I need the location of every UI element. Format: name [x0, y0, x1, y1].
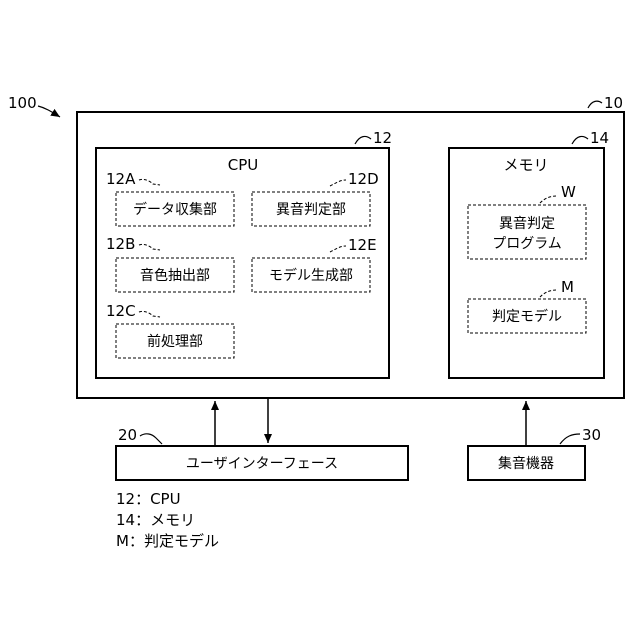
user-interface-label: ユーザインターフェース — [186, 456, 338, 472]
ref-12: 12 — [373, 129, 392, 147]
ref-14: 14 — [590, 129, 609, 147]
sound-collector-label: 集音機器 — [498, 455, 554, 472]
ref-10-leader — [588, 101, 602, 108]
preprocessing-label: 前処理部 — [147, 333, 203, 350]
ref-12b: 12B — [106, 235, 135, 253]
ref-m: M — [561, 278, 574, 296]
ref-w: W — [561, 183, 576, 201]
model-generation-label: モデル生成部 — [269, 267, 353, 284]
ref-30: 30 — [582, 426, 601, 444]
program-label-line2: プログラム — [492, 236, 562, 252]
ref-14-leader — [572, 136, 588, 144]
ref-12d-leader — [330, 180, 346, 186]
anomaly-judgment-label: 異音判定部 — [276, 201, 346, 218]
legend-line-1: 12：CPU — [116, 490, 181, 508]
data-collection-label: データ収集部 — [133, 201, 217, 218]
timbre-extraction-label: 音色抽出部 — [140, 267, 210, 284]
ref-12c: 12C — [106, 302, 136, 320]
ref-100-arrow — [38, 106, 60, 117]
cpu-title: CPU — [228, 156, 259, 174]
cpu-box — [96, 148, 389, 378]
ref-12d: 12D — [348, 170, 379, 188]
ref-12e-leader — [330, 246, 346, 252]
ref-w-leader — [540, 196, 558, 203]
ref-12a-leader — [139, 179, 160, 185]
legend-line-3: M：判定モデル — [116, 532, 219, 550]
ref-12c-leader — [139, 311, 160, 317]
memory-box — [449, 148, 604, 378]
ref-12-leader — [355, 136, 371, 144]
judgment-model-label: 判定モデル — [492, 308, 562, 325]
memory-title: メモリ — [503, 156, 548, 174]
ref-12a: 12A — [106, 170, 136, 188]
ref-20: 20 — [118, 426, 137, 444]
ref-m-leader — [540, 290, 558, 297]
ref-30-leader — [560, 434, 580, 444]
program-label-line1: 異音判定 — [499, 215, 555, 232]
legend-line-2: 14：メモリ — [116, 511, 195, 529]
ref-100: 100 — [8, 94, 37, 112]
device-box — [77, 112, 624, 398]
ref-10: 10 — [604, 94, 623, 112]
ref-20-leader — [140, 434, 162, 444]
ref-12e: 12E — [348, 236, 377, 254]
ref-12b-leader — [139, 244, 160, 250]
